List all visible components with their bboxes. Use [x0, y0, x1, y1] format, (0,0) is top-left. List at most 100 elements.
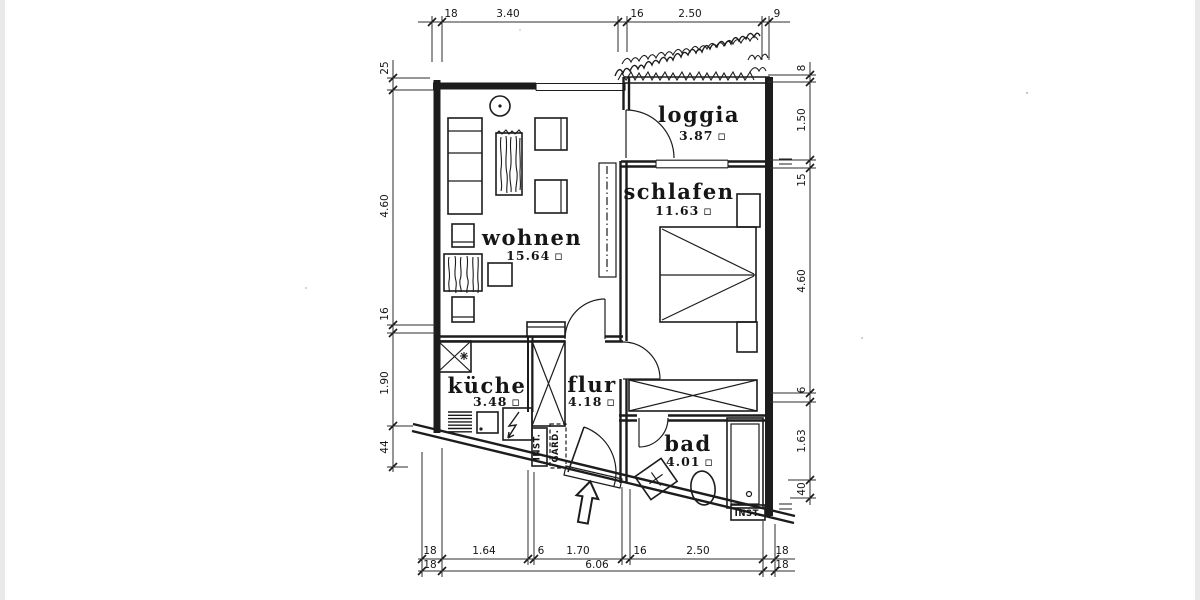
dim-label: 16	[379, 307, 391, 321]
dim-label: 16	[633, 545, 647, 557]
dim-label: 8	[796, 65, 808, 72]
toilet	[690, 470, 716, 506]
room-area-wohnen: 15.64 ▫	[506, 248, 564, 263]
walls	[411, 76, 796, 525]
kitchen-sink	[476, 411, 499, 434]
inst-shaft-bad: INST.	[730, 504, 766, 521]
area-value: 3.48	[473, 394, 507, 409]
door-flur-schlafen	[622, 341, 661, 380]
room-label-schlafen: schlafen	[623, 179, 734, 204]
dimension-chain-bottom-1: 18 1.64 6 1.70 16 2.50 18	[423, 545, 788, 557]
dimension-chain-right: 8 1.50 15 4.60 6 1.63 40	[796, 65, 808, 496]
dim-label: 6	[796, 386, 808, 393]
wardrobe-flur	[531, 340, 566, 427]
side-table-1	[451, 223, 475, 248]
room-area-flur: 4.18 ▫	[568, 394, 616, 409]
sqm-icon: ▫	[554, 248, 563, 263]
door-wohnen-loggia	[625, 109, 675, 159]
doors	[563, 109, 675, 489]
dim-label: 18	[775, 559, 788, 571]
inst-shaft-flur: INST.	[531, 427, 548, 467]
sqm-icon: ▫	[717, 128, 726, 143]
door-entrance	[563, 426, 623, 489]
sliding-panel	[598, 162, 617, 278]
dimension-chain-bottom-2: 18 6.06 18	[423, 559, 788, 571]
dim-label: 3.40	[496, 8, 519, 20]
sofa	[447, 117, 483, 215]
dim-label: 9	[774, 8, 781, 20]
inst-flur-label: INST.	[533, 434, 543, 461]
bath-sink	[633, 457, 679, 501]
room-label-kueche: küche	[448, 373, 527, 398]
dim-label: 1.64	[472, 545, 496, 557]
plants-icon	[614, 32, 769, 82]
dim-label: 18	[423, 545, 436, 557]
bathtub	[726, 417, 764, 509]
wood-side-table	[443, 253, 483, 294]
sideboard	[526, 321, 566, 338]
dim-label: 18	[423, 559, 436, 571]
area-value: 4.01	[666, 454, 700, 469]
dim-label: 1.70	[566, 545, 589, 557]
side-table-2	[451, 296, 475, 323]
furniture-wohnen	[443, 95, 617, 338]
sqm-icon: ▫	[511, 394, 520, 409]
entrance-arrow-icon	[574, 479, 600, 525]
furniture-flur: INST. GARD.	[531, 340, 567, 469]
furniture-bad: INST.	[633, 417, 766, 521]
garderobe-box: GARD.	[549, 423, 567, 469]
dim-label: 18	[444, 8, 457, 20]
armchair-bottom	[534, 179, 568, 214]
bedside-cabinet-top	[736, 193, 761, 228]
door-wohnen-flur	[564, 298, 606, 340]
dim-label: 6.06	[585, 559, 609, 571]
dim-label: 1.63	[796, 429, 808, 452]
wardrobe-schlafen	[628, 379, 758, 412]
area-value: 15.64	[506, 248, 550, 263]
entrance-threshold	[563, 465, 623, 489]
room-label-loggia: loggia	[658, 102, 740, 127]
room-area-schlafen: 11.63▫	[655, 203, 713, 218]
level-marker-icon	[779, 158, 792, 510]
dim-label: 4.60	[796, 269, 808, 292]
kitchen-radiator	[448, 411, 472, 433]
dim-label: 1.90	[379, 371, 391, 394]
dimension-ticks	[387, 16, 816, 577]
room-label-wohnen: wohnen	[481, 225, 582, 250]
dimension-lines: 18 3.40 16 2.50 9 25 4.60 16 1.90 44 8 1…	[379, 8, 816, 577]
room-area-loggia: 3.87 ▫	[679, 128, 727, 143]
window-schlafen-loggia	[655, 159, 729, 169]
dim-label: 6	[538, 545, 545, 557]
double-bed	[659, 226, 757, 323]
door-flur-bad	[638, 417, 669, 448]
dim-label: 40	[796, 482, 808, 495]
furniture-kueche	[437, 340, 533, 441]
windows	[535, 82, 792, 510]
freezer-star-icon	[460, 352, 468, 360]
dim-label: 2.50	[678, 8, 701, 20]
area-value: 3.87	[679, 128, 713, 143]
dim-label: 16	[630, 8, 644, 20]
stove	[502, 407, 533, 441]
room-labels: wohnen 15.64 ▫ schlafen 11.63▫ loggia 3.8…	[448, 102, 740, 469]
sqm-icon: ▫	[704, 454, 713, 469]
round-table	[489, 95, 511, 117]
sqm-icon: ▫	[606, 394, 615, 409]
area-value: 4.18	[568, 394, 602, 409]
dimension-chain-top: 18 3.40 16 2.50 9	[444, 8, 780, 20]
dim-label: 2.50	[686, 545, 709, 557]
armchair-top	[534, 117, 568, 151]
garderobe-label: GARD.	[551, 430, 561, 463]
dim-label: 15	[796, 173, 808, 186]
dim-label: 1.50	[796, 108, 808, 131]
dimension-chain-left: 25 4.60 16 1.90 44	[379, 61, 391, 453]
dim-label: 4.60	[379, 194, 391, 217]
dim-label: 44	[379, 440, 391, 454]
furniture-schlafen	[628, 193, 761, 412]
sqm-icon: ▫	[703, 203, 712, 218]
room-area-kueche: 3.48 ▫	[473, 394, 521, 409]
chair	[487, 262, 513, 287]
room-label-flur: flur	[567, 372, 616, 397]
